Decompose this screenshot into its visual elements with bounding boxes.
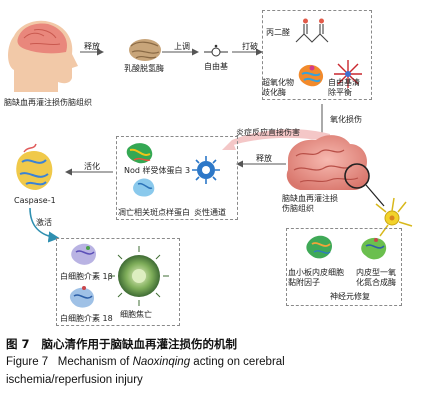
figure-title-en-mid: Mechanism of (57, 356, 133, 368)
nod-receptor-protein-icon (126, 143, 153, 164)
neuron-icon (375, 197, 413, 237)
pyroptosis-cell-icon (109, 246, 169, 306)
scavenging-molecule-icon (334, 60, 362, 88)
pyroptosis-label: 细胞焦亡 (120, 310, 152, 319)
neuron-repair-label: 神经元修复 (330, 292, 370, 301)
brain-icon (286, 135, 369, 190)
figure-number-cn: 图 7 (6, 337, 30, 351)
figure-caption-cn: 图 7 脑心清作用于脑缺血再灌注损伤的机制 (6, 336, 237, 352)
nod-receptor-box (116, 136, 238, 220)
sod-label: 超氧化物 歧化酶 (262, 78, 294, 97)
enos-protein-icon (361, 237, 387, 260)
lactate-enzyme-label: 乳酸脱氢酶 (124, 64, 164, 73)
human-head-icon (8, 20, 78, 92)
figure-number-en: Figure 7 (6, 356, 49, 368)
free-radical-balance-label: 自由基清 除平衡 (328, 78, 360, 97)
free-radical-icon (204, 44, 228, 57)
oxidative-damage-label: 氧化损伤 (330, 115, 362, 124)
release-label: 释放 (84, 42, 100, 51)
figure-caption-en-line1: Figure 7 Mechanism of Naoxinqing acting … (6, 356, 285, 368)
malondialdehyde-structure-icon (295, 18, 329, 43)
neuron-repair-box (286, 228, 402, 306)
inflammation-band (230, 129, 330, 146)
il1b-label: 白细胞介素 1β (60, 272, 113, 281)
il1b-protein-icon (71, 243, 96, 265)
il18-protein-icon (69, 286, 94, 308)
asc-label: 凋亡相关斑点样蛋白 (118, 208, 190, 217)
arrow-activate-2 (29, 207, 60, 243)
magnifier-circle (344, 163, 370, 189)
inflammatory-body-label: 炎性通道 (194, 208, 226, 217)
figure-title-en-rest: acting on cerebral (190, 356, 285, 368)
upregulate-label: 上调 (174, 42, 190, 51)
release-2-label: 释放 (256, 154, 272, 163)
inflammation-damage-label: 炎症反应直接伤害 (236, 128, 300, 137)
figure-caption-en-line2: ischemia/reperfusion injury (6, 374, 143, 386)
cytokine-box (56, 238, 180, 326)
asc-protein-icon (133, 178, 155, 197)
adhesion-factor-label: 血小板内皮细胞 黏附因子 (288, 268, 344, 287)
attack-label: 打破 (242, 42, 258, 51)
figure-title-cn: 脑心清作用于脑缺血再灌注损伤的机制 (41, 337, 238, 351)
malondialdehyde-label: 丙二醛 (266, 28, 290, 37)
oxidative-box (262, 10, 372, 100)
figure-title-en-italic: Naoxinqing (132, 356, 191, 368)
brain-label: 脑缺血再灌注损 伤脑组织 (282, 194, 338, 213)
enos-label: 内皮型一氧 化氮合成酶 (356, 268, 396, 287)
free-radical-label: 自由基 (204, 62, 228, 71)
nod-receptor-label: Nod 样受体蛋白 3 (124, 166, 191, 175)
inflammasome-icon (192, 156, 220, 184)
head-label: 脑缺血再灌注损伤脑组织 (4, 98, 92, 107)
il18-label: 白细胞介素 18 (60, 314, 113, 323)
sod-protein-icon (298, 64, 324, 87)
activate-2-label: 激活 (36, 218, 52, 227)
lactate-enzyme-icon (129, 39, 161, 61)
caspase-protein-icon (16, 143, 53, 190)
adhesion-factor-protein-icon (306, 235, 332, 259)
activate-label: 活化 (84, 162, 100, 171)
caspase-label: Caspase-1 (14, 196, 56, 205)
